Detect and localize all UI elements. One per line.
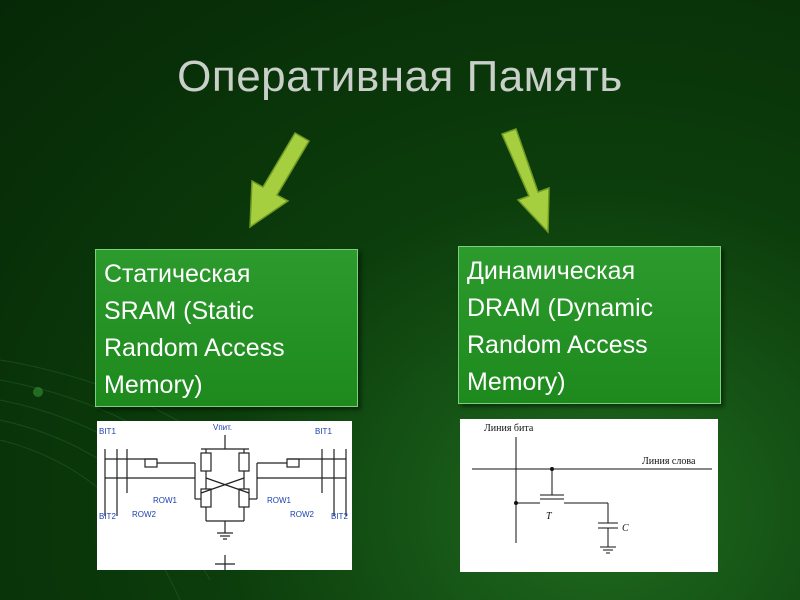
sram-row2-left-label: ROW2 <box>132 510 157 519</box>
dram-transistor-label: T <box>546 511 553 522</box>
dram-box: Динамическая DRAM (Dynamic Random Access… <box>458 246 721 404</box>
sram-row1-right-label: ROW1 <box>267 496 292 505</box>
sram-schematic: BIT1 BIT1 BIT2 BIT2 Vпит. ROW1 ROW1 ROW2… <box>97 421 352 570</box>
dram-capacitor-label: C <box>622 523 629 534</box>
dram-bit-line-label: Линия бита <box>484 423 534 434</box>
sram-line-1: Статическая <box>104 260 251 288</box>
sram-bit1-right-label: BIT1 <box>315 427 332 436</box>
dram-line-4: Memory) <box>467 368 566 396</box>
sram-bit2-right-label: BIT2 <box>331 512 348 521</box>
arrow-down-left-icon <box>249 131 311 229</box>
arrow-down-right-icon <box>500 128 550 234</box>
page-title: Оперативная Память <box>177 52 623 101</box>
sram-line-3: Random Access <box>104 334 285 362</box>
dram-line-1: Динамическая <box>467 257 636 285</box>
sram-vpit-label: Vпит. <box>213 423 232 432</box>
sram-line-4: Memory) <box>104 371 203 399</box>
dram-word-line-label: Линия слова <box>642 456 696 467</box>
sram-line-2: SRAM (Static <box>104 297 255 325</box>
dram-line-2: DRAM (Dynamic <box>467 294 654 322</box>
sram-bit1-left-label: BIT1 <box>99 427 116 436</box>
dram-line-3: Random Access <box>467 331 648 359</box>
sram-row2-right-label: ROW2 <box>290 510 315 519</box>
sram-bit2-left-label: BIT2 <box>99 512 116 521</box>
sram-row1-left-label: ROW1 <box>153 496 178 505</box>
dram-schematic: Линия бита Линия слова T C <box>460 419 718 572</box>
sram-box: Статическая SRAM (Static Random Access M… <box>95 249 358 407</box>
